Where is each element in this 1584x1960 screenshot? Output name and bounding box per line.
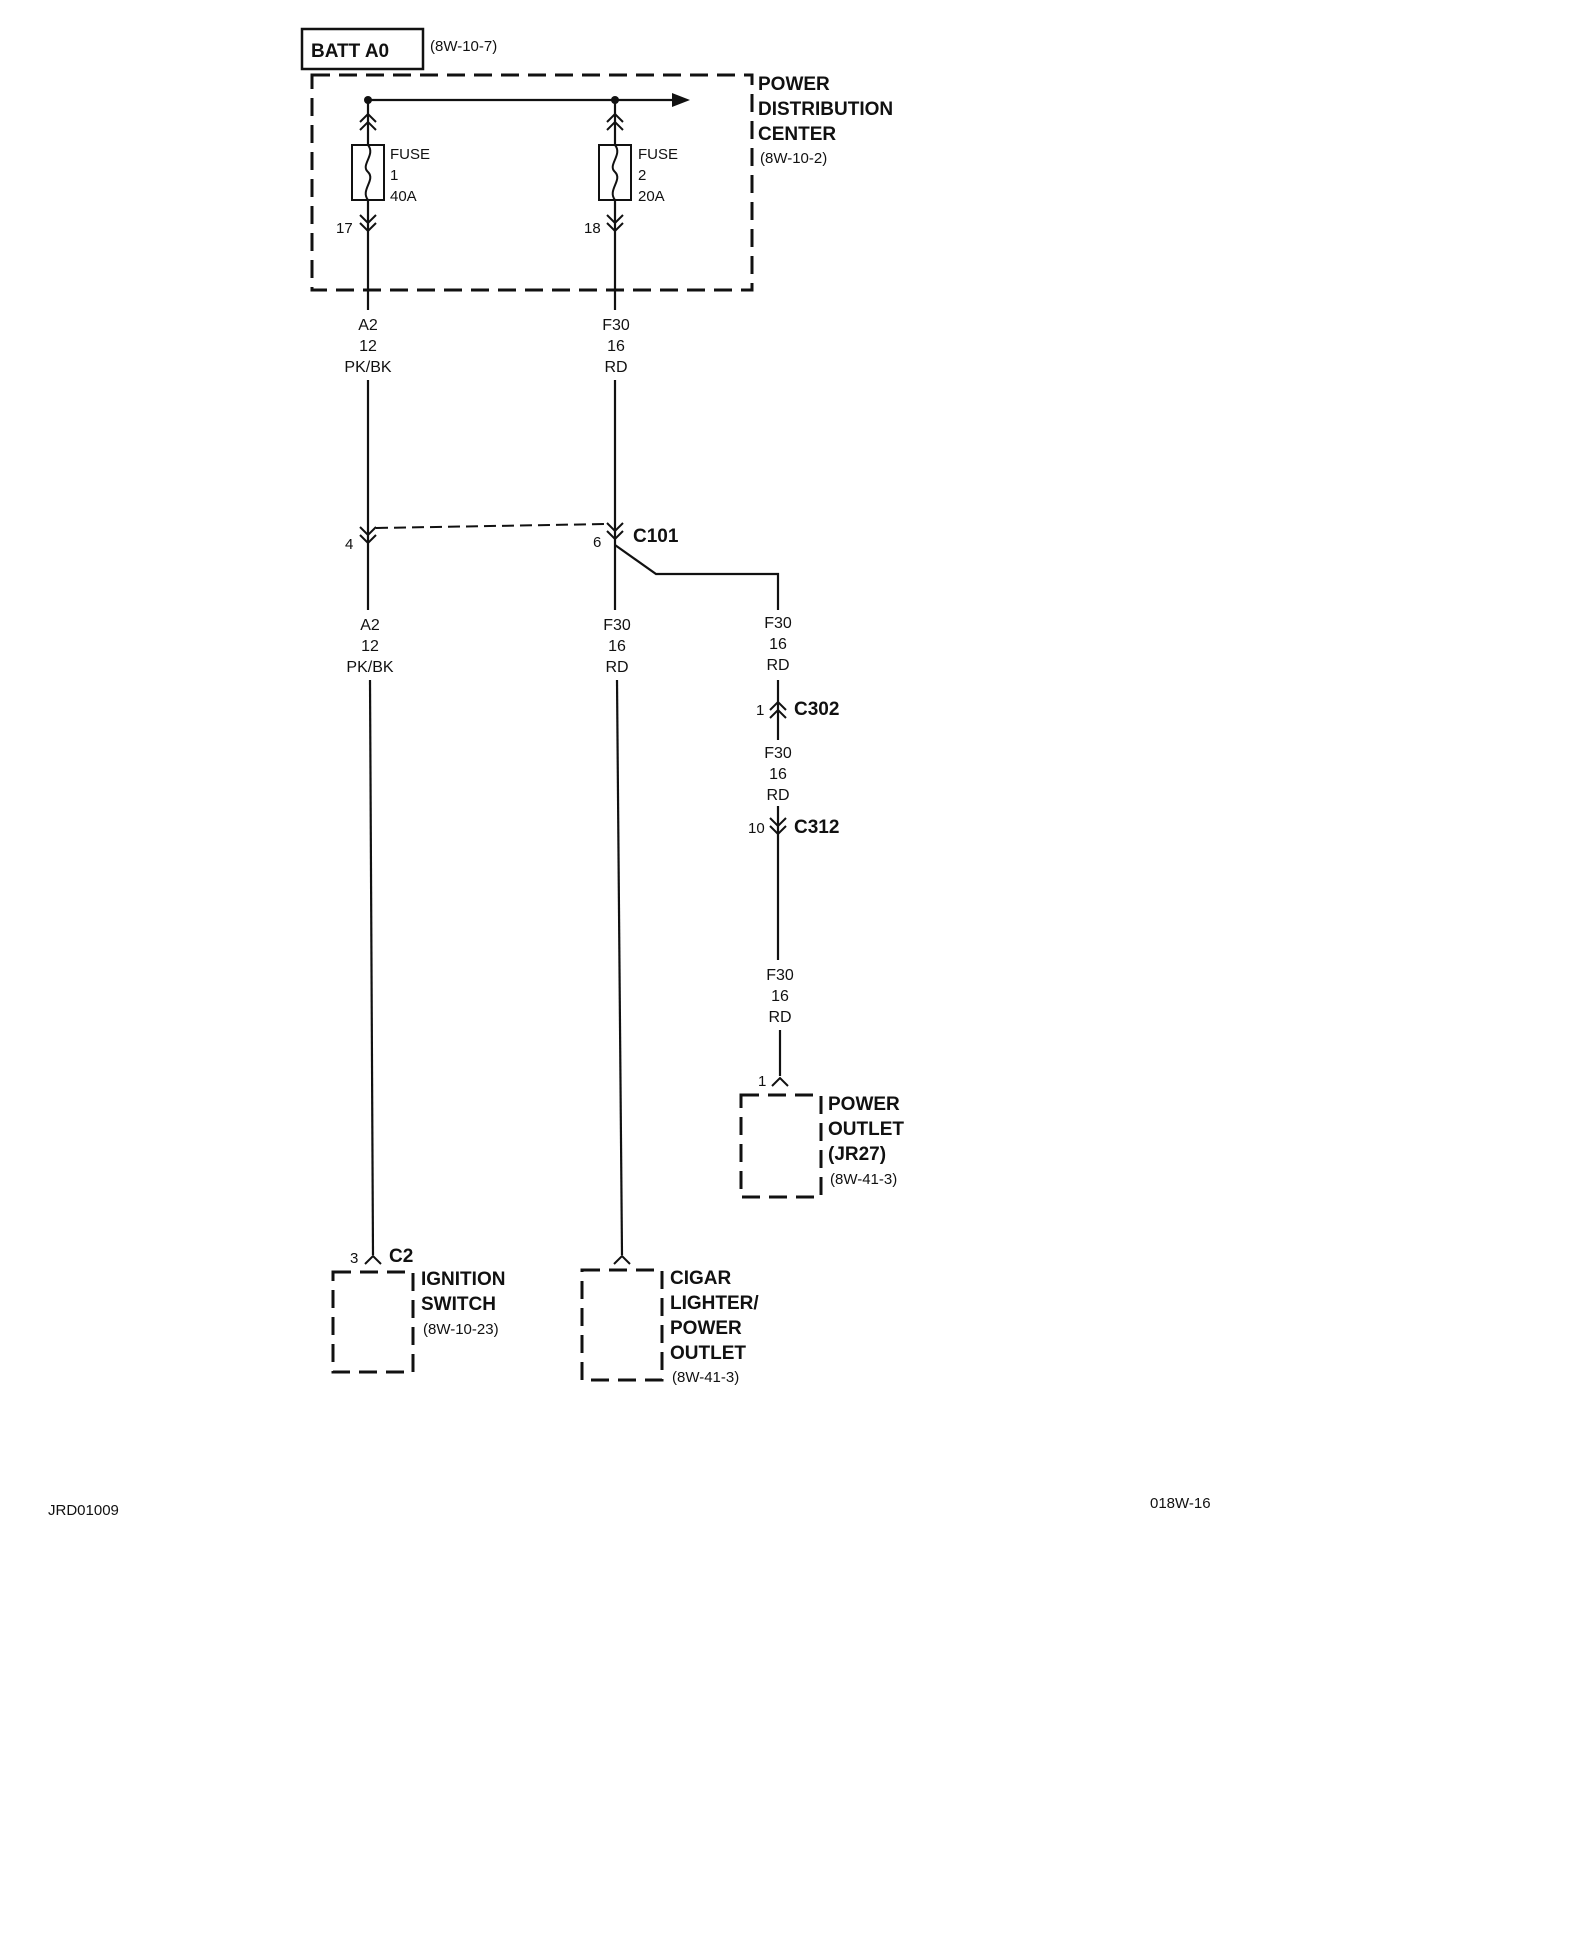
pdc-title-line3: CENTER — [758, 124, 836, 145]
fuse2-pin: 18 — [584, 220, 601, 237]
fuse1-element — [364, 144, 372, 201]
wire-a2-top-gauge: 12 — [359, 338, 377, 355]
cigar-line2: LIGHTER/ — [670, 1293, 759, 1314]
power-outlet-line3: (JR27) — [828, 1144, 886, 1165]
fuse2-connector-bottom — [606, 214, 624, 233]
wire-f30-branch3-gauge: 16 — [771, 988, 789, 1005]
battery-box — [300, 27, 425, 71]
wire-f30-branch — [614, 544, 780, 610]
wire-f30-lower — [615, 679, 624, 1256]
battery-label: BATT A0 — [311, 41, 389, 62]
wire-f30-branch1-circuit: F30 — [764, 615, 792, 632]
wire-f30-branch2-gauge: 16 — [769, 766, 787, 783]
fuse2-rating: 20A — [638, 188, 665, 205]
ignition-line1: IGNITION — [421, 1269, 505, 1290]
c302-label: C302 — [794, 699, 839, 720]
footer-right-code: 018W-16 — [1150, 1495, 1211, 1512]
fuse1-number: 1 — [390, 167, 398, 184]
wire-f30-branch1-gauge: 16 — [769, 636, 787, 653]
fuse2-connector-top — [606, 112, 624, 131]
wire-a2-bottom-gauge: 12 — [361, 638, 379, 655]
battery-ref: (8W-10-7) — [430, 38, 497, 55]
wire-f30-branch3-circuit: F30 — [766, 967, 794, 984]
power-outlet-line1: POWER — [828, 1094, 900, 1115]
cigar-lighter-box — [580, 1268, 664, 1382]
fuse1-connector-bottom — [359, 214, 377, 233]
ignition-ref: (8W-10-23) — [423, 1321, 499, 1338]
wire-a2-lower — [368, 679, 375, 1256]
c101-dashed-link — [375, 523, 608, 529]
c101-pin4-symbol — [359, 526, 377, 545]
cigar-line4: OUTLET — [670, 1343, 746, 1364]
pdc-ref: (8W-10-2) — [760, 150, 827, 167]
c312-label: C312 — [794, 817, 839, 838]
wire-f30-branch2-color: RD — [766, 787, 789, 804]
power-outlet-box — [739, 1093, 823, 1199]
power-outlet-pin-symbol — [771, 1076, 789, 1087]
pdc-enclosure — [310, 73, 754, 292]
fuse1-rating: 40A — [390, 188, 417, 205]
wire-f30-branch3-color: RD — [768, 1009, 791, 1026]
c101-label: C101 — [633, 526, 679, 547]
wire-a2-top-circuit: A2 — [358, 317, 378, 334]
fuse2-number: 2 — [638, 167, 646, 184]
wire-f30-mid-circuit: F30 — [603, 617, 631, 634]
ignition-line2: SWITCH — [421, 1294, 496, 1315]
wire-f30-top-gauge: 16 — [607, 338, 625, 355]
c101-pin-a2: 4 — [345, 536, 353, 553]
fuse2-element — [611, 144, 619, 201]
wire-f30-top-color: RD — [604, 359, 627, 376]
ignition-pin: 3 — [350, 1250, 358, 1267]
wire-f30-mid-color: RD — [605, 659, 628, 676]
fuse1-pin: 17 — [336, 220, 353, 237]
cigar-pin-symbol — [613, 1254, 631, 1265]
cigar-line3: POWER — [670, 1318, 742, 1339]
power-outlet-line2: OUTLET — [828, 1119, 904, 1140]
c312-symbol — [769, 817, 787, 836]
c312-pin: 10 — [748, 820, 765, 837]
cigar-line1: CIGAR — [670, 1268, 732, 1289]
c101-pin6-symbol — [606, 522, 624, 541]
ignition-switch-box — [331, 1270, 415, 1374]
pdc-title-line1: POWER — [758, 74, 830, 95]
wire-f30-branch2-circuit: F30 — [764, 745, 792, 762]
ignition-pin-symbol — [364, 1254, 382, 1265]
ignition-connector-label: C2 — [389, 1246, 413, 1267]
c302-pin: 1 — [756, 702, 764, 719]
wire-f30-branch1-color: RD — [766, 657, 789, 674]
wiring-diagram: BATT A0 (8W-10-7) POWER DISTRIBUTION CEN… — [48, 27, 1211, 1519]
bus-continue-arrow — [672, 93, 690, 107]
pdc-title-line2: DISTRIBUTION — [758, 99, 893, 120]
fuse1-word: FUSE — [390, 146, 430, 163]
wire-f30-mid-gauge: 16 — [608, 638, 626, 655]
footer-left-code: JRD01009 — [48, 1502, 119, 1519]
wire-a2-bottom-circuit: A2 — [360, 617, 380, 634]
c302-symbol — [769, 700, 787, 719]
cigar-ref: (8W-41-3) — [672, 1369, 739, 1386]
wire-a2-top-color: PK/BK — [344, 359, 391, 376]
wire-f30-top-circuit: F30 — [602, 317, 630, 334]
fuse2-word: FUSE — [638, 146, 678, 163]
power-outlet-pin: 1 — [758, 1073, 766, 1090]
wire-a2-bottom-color: PK/BK — [346, 659, 393, 676]
power-outlet-ref: (8W-41-3) — [830, 1171, 897, 1188]
c101-pin-f30: 6 — [593, 534, 601, 551]
fuse1-connector-top — [359, 112, 377, 131]
